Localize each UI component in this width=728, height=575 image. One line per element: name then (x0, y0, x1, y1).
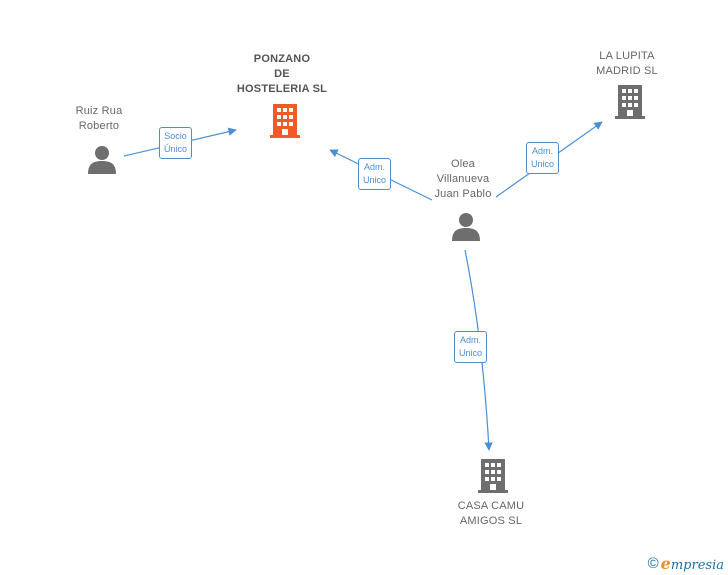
edge-label-adm-unico-casacamu[interactable]: Adm. Unico (454, 331, 488, 363)
person-icon[interactable] (87, 145, 117, 175)
person-name-olea[interactable]: Olea Villanueva Juan Pablo (434, 158, 492, 200)
company-name-casacamu[interactable]: CASA CAMU AMIGOS SL (457, 500, 525, 527)
building-icon[interactable] (476, 459, 510, 493)
edge-label-adm-unico-ponzano[interactable]: Adm. Unico (358, 158, 392, 190)
edge-label-socio-unico[interactable]: Socio Único (159, 127, 193, 159)
person-name-ruiz[interactable]: Ruiz Rua Roberto (75, 105, 123, 132)
building-icon[interactable] (613, 85, 647, 119)
empresia-logo[interactable]: © empresia (648, 553, 724, 573)
building-icon[interactable] (268, 104, 302, 138)
brand-wordmark: empresia (660, 553, 724, 573)
company-name-ponzano[interactable]: PONZANO DE HOSTELERIA SL (236, 53, 328, 95)
person-icon[interactable] (451, 212, 481, 242)
copyright-icon: © (647, 554, 659, 572)
edge-label-adm-unico-lalupita[interactable]: Adm. Unico (526, 142, 560, 174)
company-name-lalupita[interactable]: LA LUPITA MADRID SL (596, 50, 658, 77)
